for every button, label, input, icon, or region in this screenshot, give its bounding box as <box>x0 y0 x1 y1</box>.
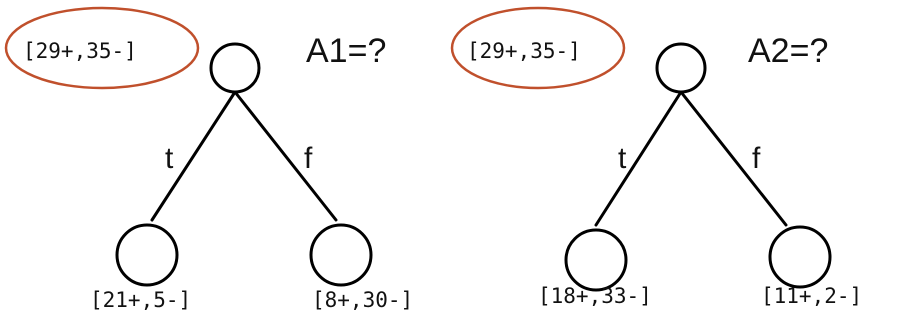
left-leaf-node <box>564 228 628 292</box>
right-leaf-counts-label: [8+,30-] <box>312 288 413 312</box>
left-edge <box>150 90 237 222</box>
left-leaf-counts-label: [18+,33-] <box>538 284 652 308</box>
root-node <box>655 42 707 94</box>
true-branch-label: t <box>165 142 174 175</box>
true-branch-label: t <box>618 142 627 175</box>
decision-tree-a2: [29+,35-] A2=? t f [18+,33-] [11+,2-] <box>450 6 862 308</box>
right-leaf-node <box>768 225 832 289</box>
false-branch-label: f <box>304 142 313 175</box>
right-leaf-counts-label: [11+,2-] <box>761 284 862 308</box>
root-counts-label: [29+,35-] <box>467 39 581 63</box>
root-counts-highlight-ellipse <box>4 6 200 90</box>
right-edge <box>679 90 788 227</box>
root-counts-label: [29+,35-] <box>23 39 137 63</box>
decision-tree-a1: [29+,35-] A1=? t f [21+,5-] [8+,30-] <box>4 6 413 312</box>
split-question-label: A1=? <box>306 32 386 70</box>
left-leaf-node <box>115 223 179 287</box>
root-node <box>209 42 261 94</box>
root-counts-highlight-ellipse <box>450 6 626 90</box>
right-edge <box>233 90 338 222</box>
false-branch-label: f <box>752 142 761 175</box>
right-leaf-node <box>309 223 373 287</box>
split-question-label: A2=? <box>748 32 828 70</box>
left-leaf-counts-label: [21+,5-] <box>90 288 191 312</box>
left-edge <box>594 90 683 227</box>
